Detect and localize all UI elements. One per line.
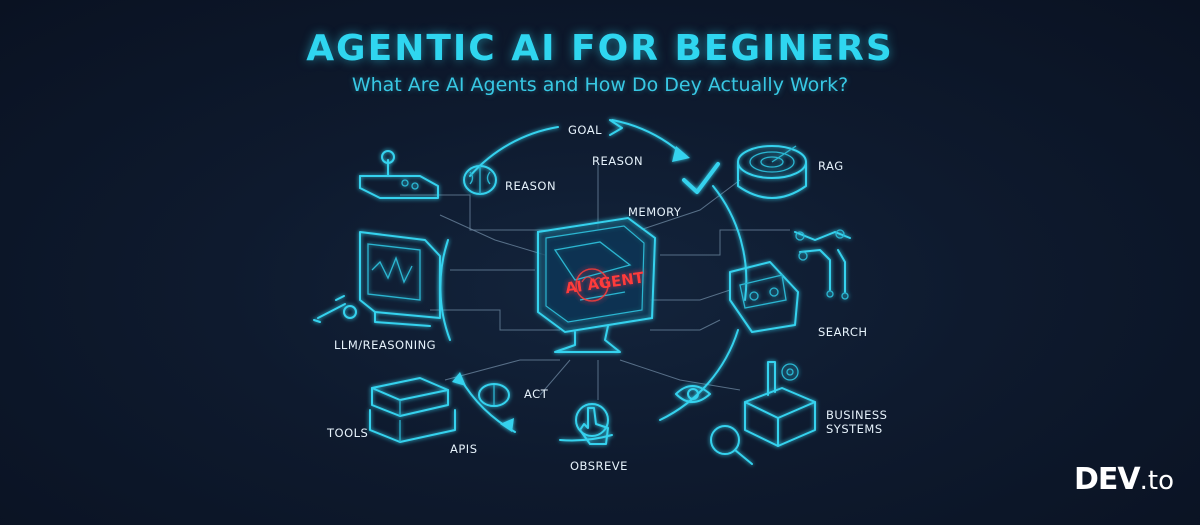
ai-agent-monitor: AI AGENT (537, 216, 657, 353)
hand-pointer-icon (575, 403, 609, 445)
left-reason-label: REASON (505, 179, 556, 193)
brain-small-icon (478, 383, 510, 407)
magnifier-icon (710, 425, 753, 465)
logo-dev: DEV (1074, 462, 1141, 497)
database-disk-icon (737, 145, 807, 199)
cable-connectors-icon (794, 229, 851, 300)
connector-lines (400, 165, 790, 400)
cycle-act-label: ACT (524, 387, 549, 401)
cycle-memory-label: MEMORY (628, 205, 682, 219)
page-subtitle: What Are AI Agents and How Do Dey Actual… (351, 74, 849, 96)
apis-label: APIS (450, 442, 478, 456)
wrench-icon (313, 295, 357, 323)
dev-to-logo: DEV.to (1074, 462, 1174, 497)
cycle-ring (439, 119, 748, 442)
llm-reasoning-label: LLM/REASONING (334, 338, 436, 352)
business-systems-icon (744, 361, 816, 447)
cassette-tape-icon (729, 261, 799, 333)
search-label: SEARCH (818, 325, 868, 339)
eye-icon (675, 385, 711, 403)
business-label-line1: BUSINESS (826, 408, 887, 422)
cycle-reason-label: REASON (592, 154, 643, 168)
tools-label: TOOLS (326, 426, 368, 440)
brain-icon (463, 165, 497, 195)
page-title: AGENTIC AI FOR BEGINERS (306, 28, 894, 69)
rag-label: RAG (818, 159, 844, 173)
cycle-goal-label: GOAL (568, 123, 602, 137)
joystick-icon (359, 150, 439, 199)
logo-tld: .to (1139, 466, 1174, 496)
checkmark-icon (682, 162, 720, 194)
cycle-observe-label: OBSREVE (570, 459, 628, 473)
server-stack-icon (369, 377, 456, 443)
oscilloscope-monitor-icon (359, 231, 441, 327)
business-label-line2: SYSTEMS (826, 422, 883, 436)
